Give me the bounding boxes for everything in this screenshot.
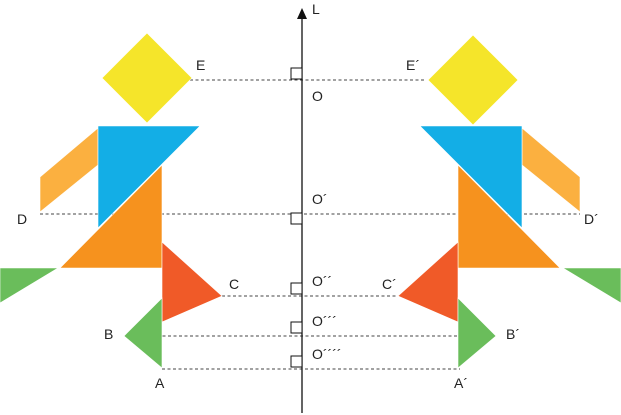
point-label-d: D	[17, 211, 27, 227]
point-label-b-prime: B´	[506, 326, 520, 342]
center-label-o3: O´´	[312, 273, 332, 289]
left-square	[101, 32, 193, 124]
center-label-o4: O´´´	[312, 313, 337, 329]
right-large-triangle-blue	[419, 125, 523, 229]
center-label-o5: O´´´´	[312, 346, 342, 362]
axis-arrow-head	[297, 8, 307, 19]
axis-label: L	[312, 1, 320, 17]
left-large-triangle-orange	[59, 164, 163, 269]
center-label-o2: O´	[312, 191, 328, 207]
right-angle-marker-o4	[290, 321, 303, 334]
left-large-triangle-blue	[97, 125, 201, 229]
point-label-e-prime: E´	[406, 57, 420, 73]
right-small-triangle-foot	[561, 267, 621, 304]
point-label-c: C	[229, 276, 239, 292]
left-medium-triangle	[161, 241, 223, 323]
center-label-o1: O	[312, 88, 323, 104]
right-angle-marker-o1	[290, 67, 303, 80]
point-label-a: A	[155, 375, 165, 391]
left-figure	[0, 32, 223, 369]
right-medium-triangle	[397, 241, 459, 323]
point-label-c-prime: C´	[382, 276, 397, 292]
point-label-b: B	[104, 326, 113, 342]
left-parallelogram	[39, 127, 99, 213]
right-angle-marker-o2	[290, 212, 303, 225]
right-parallelogram	[521, 127, 581, 213]
left-small-triangle-foot	[0, 267, 60, 304]
right-large-triangle-orange	[457, 164, 561, 269]
right-figure	[397, 34, 621, 369]
right-angle-marker-o3	[290, 282, 303, 295]
point-label-a-prime: A´	[454, 375, 468, 391]
left-small-triangle-b	[123, 297, 163, 369]
right-square	[427, 34, 519, 126]
point-label-e: E	[196, 57, 205, 73]
right-small-triangle-b	[457, 297, 497, 369]
right-angle-marker-o5	[290, 355, 303, 368]
point-label-d-prime: D´	[584, 211, 599, 227]
